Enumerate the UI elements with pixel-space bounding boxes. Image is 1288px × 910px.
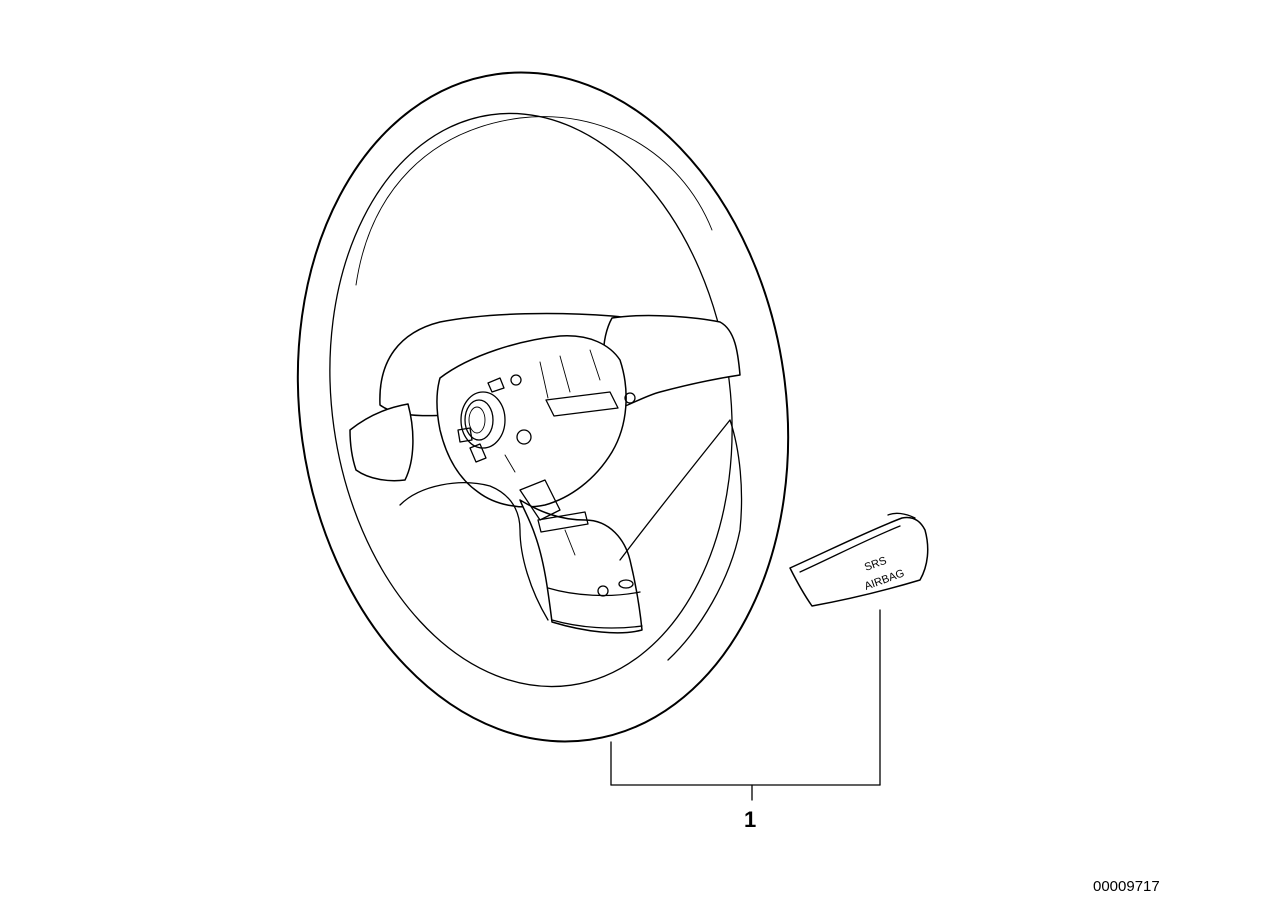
wheel-rim-highlight	[355, 116, 713, 286]
wheel-spoke-lower	[519, 499, 643, 634]
callout-number: 1	[744, 807, 756, 832]
cover-top-edge	[887, 512, 916, 519]
wheel-pad-lower-right	[619, 419, 743, 661]
callout-bracket	[610, 609, 881, 801]
steering-wheel	[296, 71, 790, 743]
wheel-rim-outer	[296, 71, 790, 743]
wheel-spoke-lower-band	[547, 587, 641, 597]
cover-inner-edge	[799, 525, 901, 573]
wheel-spoke-left	[349, 403, 414, 482]
cover-body	[789, 516, 929, 607]
wheel-spoke-lower-band-2	[551, 619, 643, 629]
wheel-pad-lower-left	[399, 482, 549, 621]
srs-airbag-cover: SRS AIRBAG	[789, 512, 929, 607]
image-code: 00009717	[1093, 878, 1160, 895]
wheel-hub-details	[457, 349, 636, 597]
wheel-hub-face	[436, 335, 627, 508]
